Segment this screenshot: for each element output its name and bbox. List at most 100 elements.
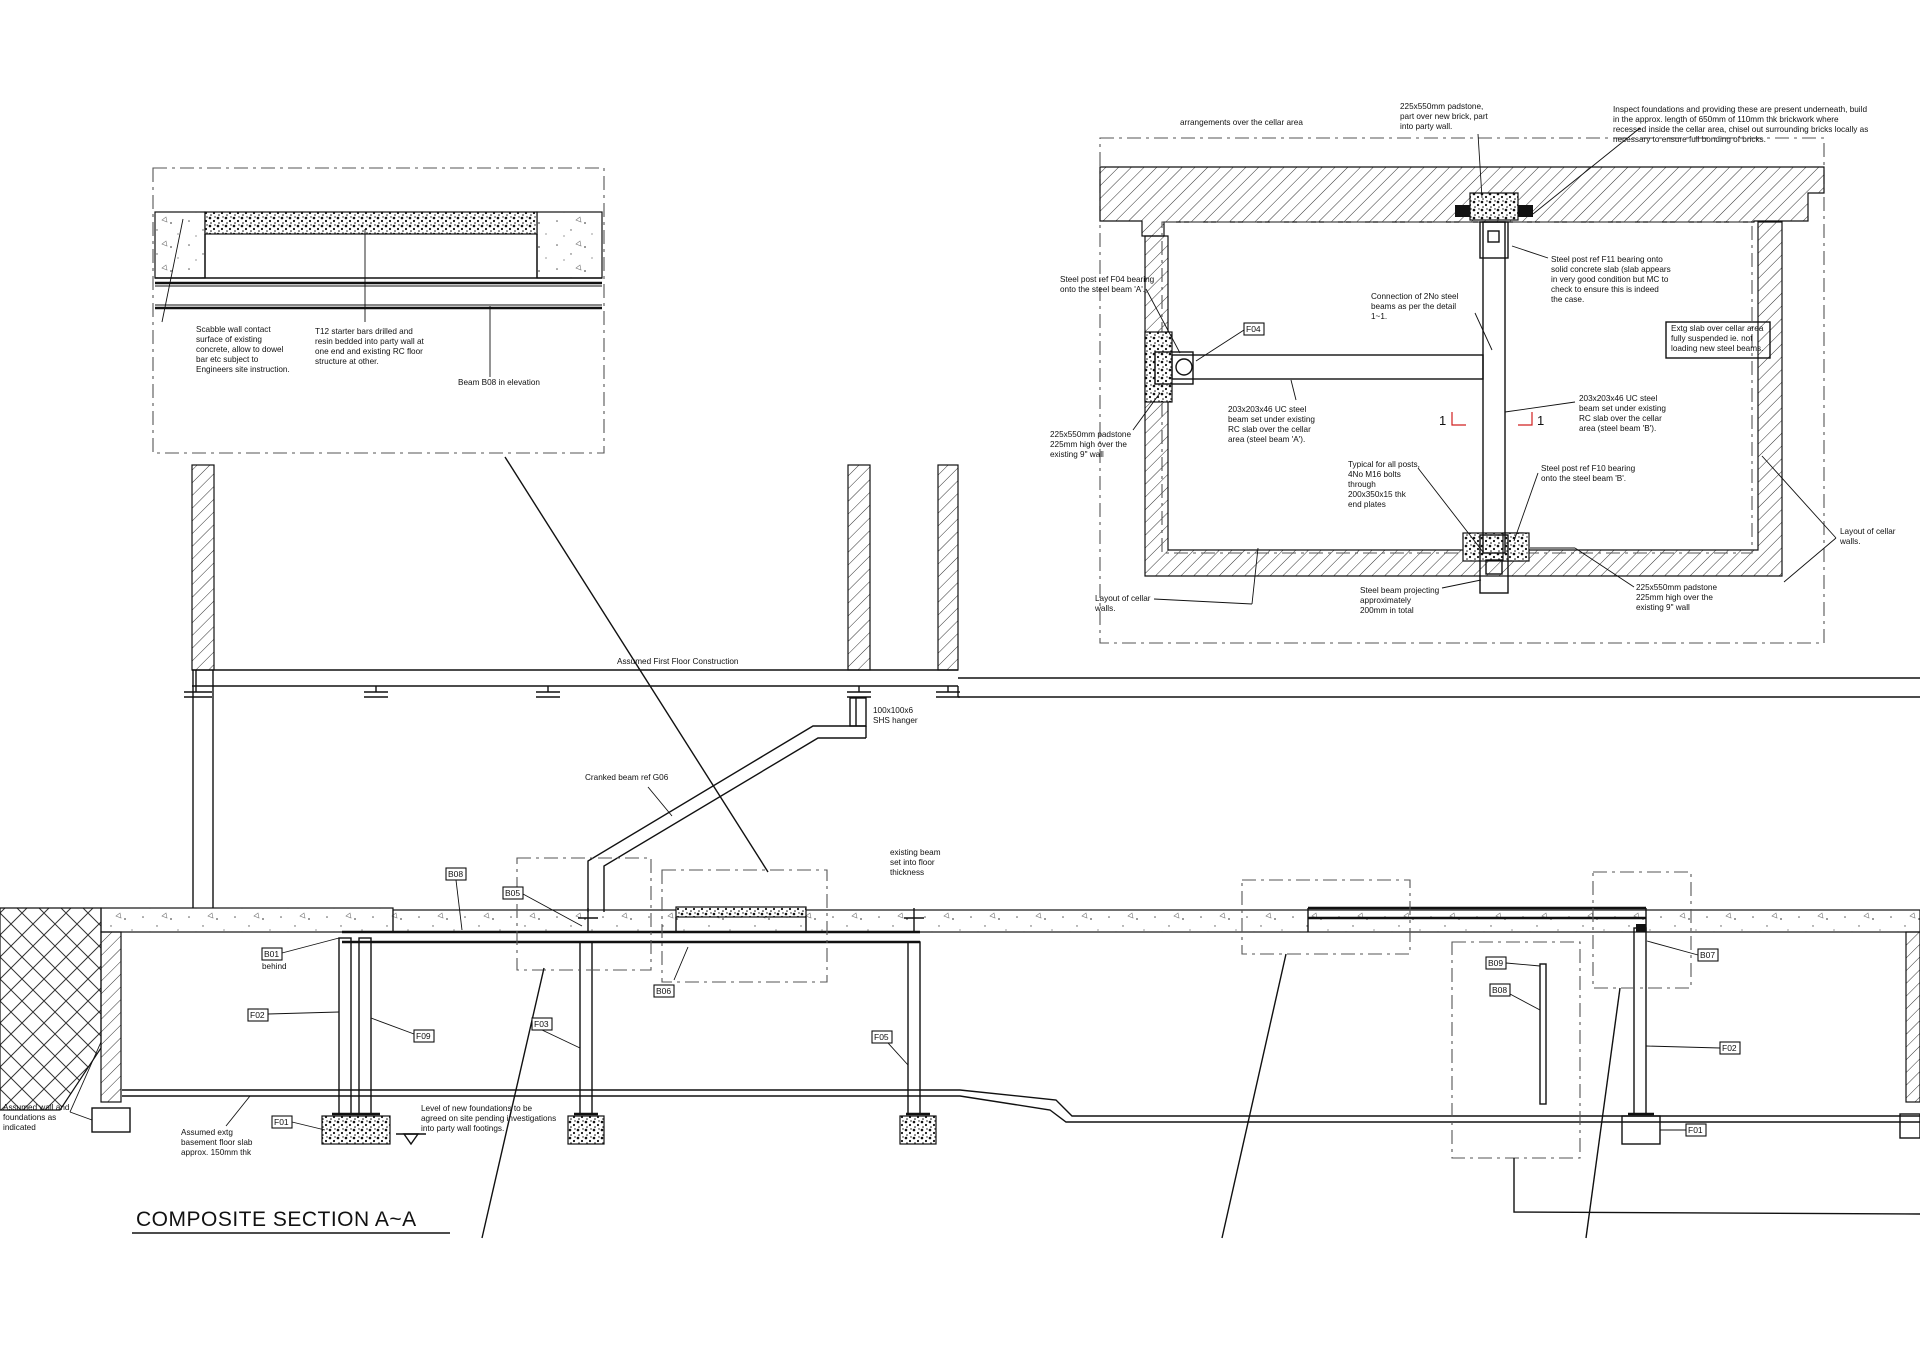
svg-text:F01: F01 [1688, 1125, 1703, 1135]
note-connection: Connection of 2No steel beams as per the… [1371, 292, 1461, 321]
steel-beam-a [1171, 354, 1484, 380]
post-f03 [579, 941, 593, 1115]
floor-joists [184, 670, 960, 698]
note-basement-slab: Assumed extg basement floor slab approx.… [181, 1128, 255, 1157]
note-layout-left: Layout of cellar walls. [1094, 594, 1153, 613]
post-b08-right [1539, 963, 1547, 1105]
plan-frame [1099, 137, 1825, 644]
detail-box-mid [1241, 879, 1411, 955]
earth-fill [0, 907, 102, 1111]
tag-f09 [413, 1029, 435, 1043]
cranked-beam-bottom [603, 737, 866, 912]
note-scabble-wall: Scabble wall contact surface of existing… [196, 325, 290, 374]
upper-wall-left [191, 464, 215, 671]
detail-frame [152, 167, 605, 454]
footing-f03 [567, 1115, 605, 1145]
svg-text:F02: F02 [250, 1010, 265, 1020]
shs-hanger [849, 697, 867, 727]
concrete-infill-section [675, 906, 807, 918]
post-f04 [1175, 358, 1193, 376]
note-t12-starter-bars: T12 starter bars drilled and resin bedde… [315, 327, 426, 366]
post-f10 [1485, 559, 1503, 575]
note-padstone-right: 225x550mm padstone 225mm high over the e… [1636, 583, 1719, 612]
note-assumed-wall: Assumed wall and foundations as indicate… [3, 1103, 72, 1132]
footing-party-wall [91, 1107, 131, 1133]
tag-b05 [502, 886, 524, 900]
footing-f01-right [1621, 1115, 1661, 1145]
svg-text:F02: F02 [1722, 1043, 1737, 1053]
post-f02 [338, 937, 352, 1115]
detail-box-b07 [1592, 871, 1692, 989]
concrete-infill [204, 211, 538, 235]
level-marker [402, 1133, 420, 1146]
note-post-f11: Steel post ref F11 bearing onto solid co… [1551, 255, 1673, 304]
post-f02-right [1633, 927, 1647, 1115]
detail-box-b09 [1451, 941, 1581, 1159]
note-b01-behind: behind [262, 962, 287, 971]
note-padstone-top: 225x550mm padstone, part over new brick,… [1400, 102, 1490, 131]
beam-junction-marker [578, 908, 598, 932]
cranked-beam-top [587, 725, 866, 912]
section-elevation: Assumed First Floor Construction 100x100… [0, 464, 1920, 1239]
section-marker-left-arrow [1451, 412, 1466, 426]
tag-b01 [261, 947, 283, 961]
note-shs-hanger: 100x100x6 SHS hanger [873, 706, 918, 725]
party-wall-right [1905, 931, 1920, 1103]
svg-text:B06: B06 [656, 986, 671, 996]
svg-text:F09: F09 [416, 1031, 431, 1041]
note-first-floor: Assumed First Floor Construction [617, 657, 739, 666]
tag-b06 [653, 984, 675, 998]
party-wall-slab-right [536, 211, 603, 279]
tag-b08-right [1489, 983, 1511, 997]
existing-beam-marker [904, 908, 924, 932]
note-cranked-beam: Cranked beam ref G06 [585, 773, 669, 782]
upper-wall-middle [847, 464, 871, 671]
detail-leader-line [504, 456, 769, 873]
ground-slab-left [100, 907, 394, 933]
note-padstone-left: 225x550mm padstone 225mm high over the e… [1050, 430, 1133, 459]
post-f09 [358, 937, 372, 1115]
note-post-f10: Steel post ref F10 bearing onto the stee… [1541, 464, 1638, 483]
drawing-title: COMPOSITE SECTION A~A [136, 1208, 417, 1231]
party-wall-top [1099, 166, 1825, 237]
padstone-bottom-right [1502, 532, 1530, 562]
cellar-plan: arrangements over the cellar area F04 1 … [1050, 102, 1898, 644]
note-extg-slab: Extg slab over cellar area fully suspend… [1671, 324, 1766, 353]
note-new-foundations: Level of new foundations to be agreed on… [421, 1104, 558, 1133]
section-tags: B08 B05 B01 behind B06 F02 F09 F03 F05 [247, 867, 1741, 1137]
basement-slab-top [122, 1089, 1920, 1117]
svg-text:F05: F05 [874, 1032, 889, 1042]
tag-f04 [1243, 322, 1265, 336]
steel-beam-b [1482, 221, 1506, 554]
section-marker-right-arrow [1518, 412, 1533, 426]
section-marker-left: 1 [1439, 413, 1446, 428]
svg-text:B07: B07 [1700, 950, 1715, 960]
post-f11 [1487, 230, 1500, 243]
note-layout-right: Layout of cellar walls. [1839, 527, 1898, 546]
svg-text:B01: B01 [264, 949, 279, 959]
footings [321, 1112, 1661, 1145]
svg-text:F04: F04 [1246, 324, 1261, 334]
note-beam-b08-elevation: Beam B08 in elevation [458, 378, 540, 387]
post-f05 [907, 941, 921, 1115]
party-wall-slab-left [154, 211, 206, 279]
footing-f01 [321, 1115, 391, 1145]
note-cellar-arrangement: arrangements over the cellar area [1180, 118, 1303, 127]
detail-box-b05 [516, 857, 652, 971]
padstone-left [1144, 331, 1173, 403]
note-post-f04: Steel post ref F04 bearing onto the stee… [1060, 275, 1157, 294]
note-extg-slab-box [1665, 321, 1771, 359]
party-wall-left [100, 931, 122, 1103]
svg-text:F03: F03 [534, 1019, 549, 1029]
section-marker-right: 1 [1537, 413, 1544, 428]
note-inspect-foundations: Inspect foundations and providing these … [1613, 105, 1871, 144]
detail-top-left: Scabble wall contact surface of existing… [152, 167, 605, 454]
note-beam-projecting: Steel beam projecting approximately 200m… [1360, 586, 1441, 615]
svg-text:B09: B09 [1488, 958, 1503, 968]
tag-f05 [871, 1030, 893, 1044]
svg-text:B08: B08 [1492, 985, 1507, 995]
note-beam-b: 203x203x46 UC steel beam set under exist… [1579, 394, 1668, 433]
upper-wall-right [937, 464, 959, 671]
cellar-walls-hatch [1144, 221, 1783, 577]
